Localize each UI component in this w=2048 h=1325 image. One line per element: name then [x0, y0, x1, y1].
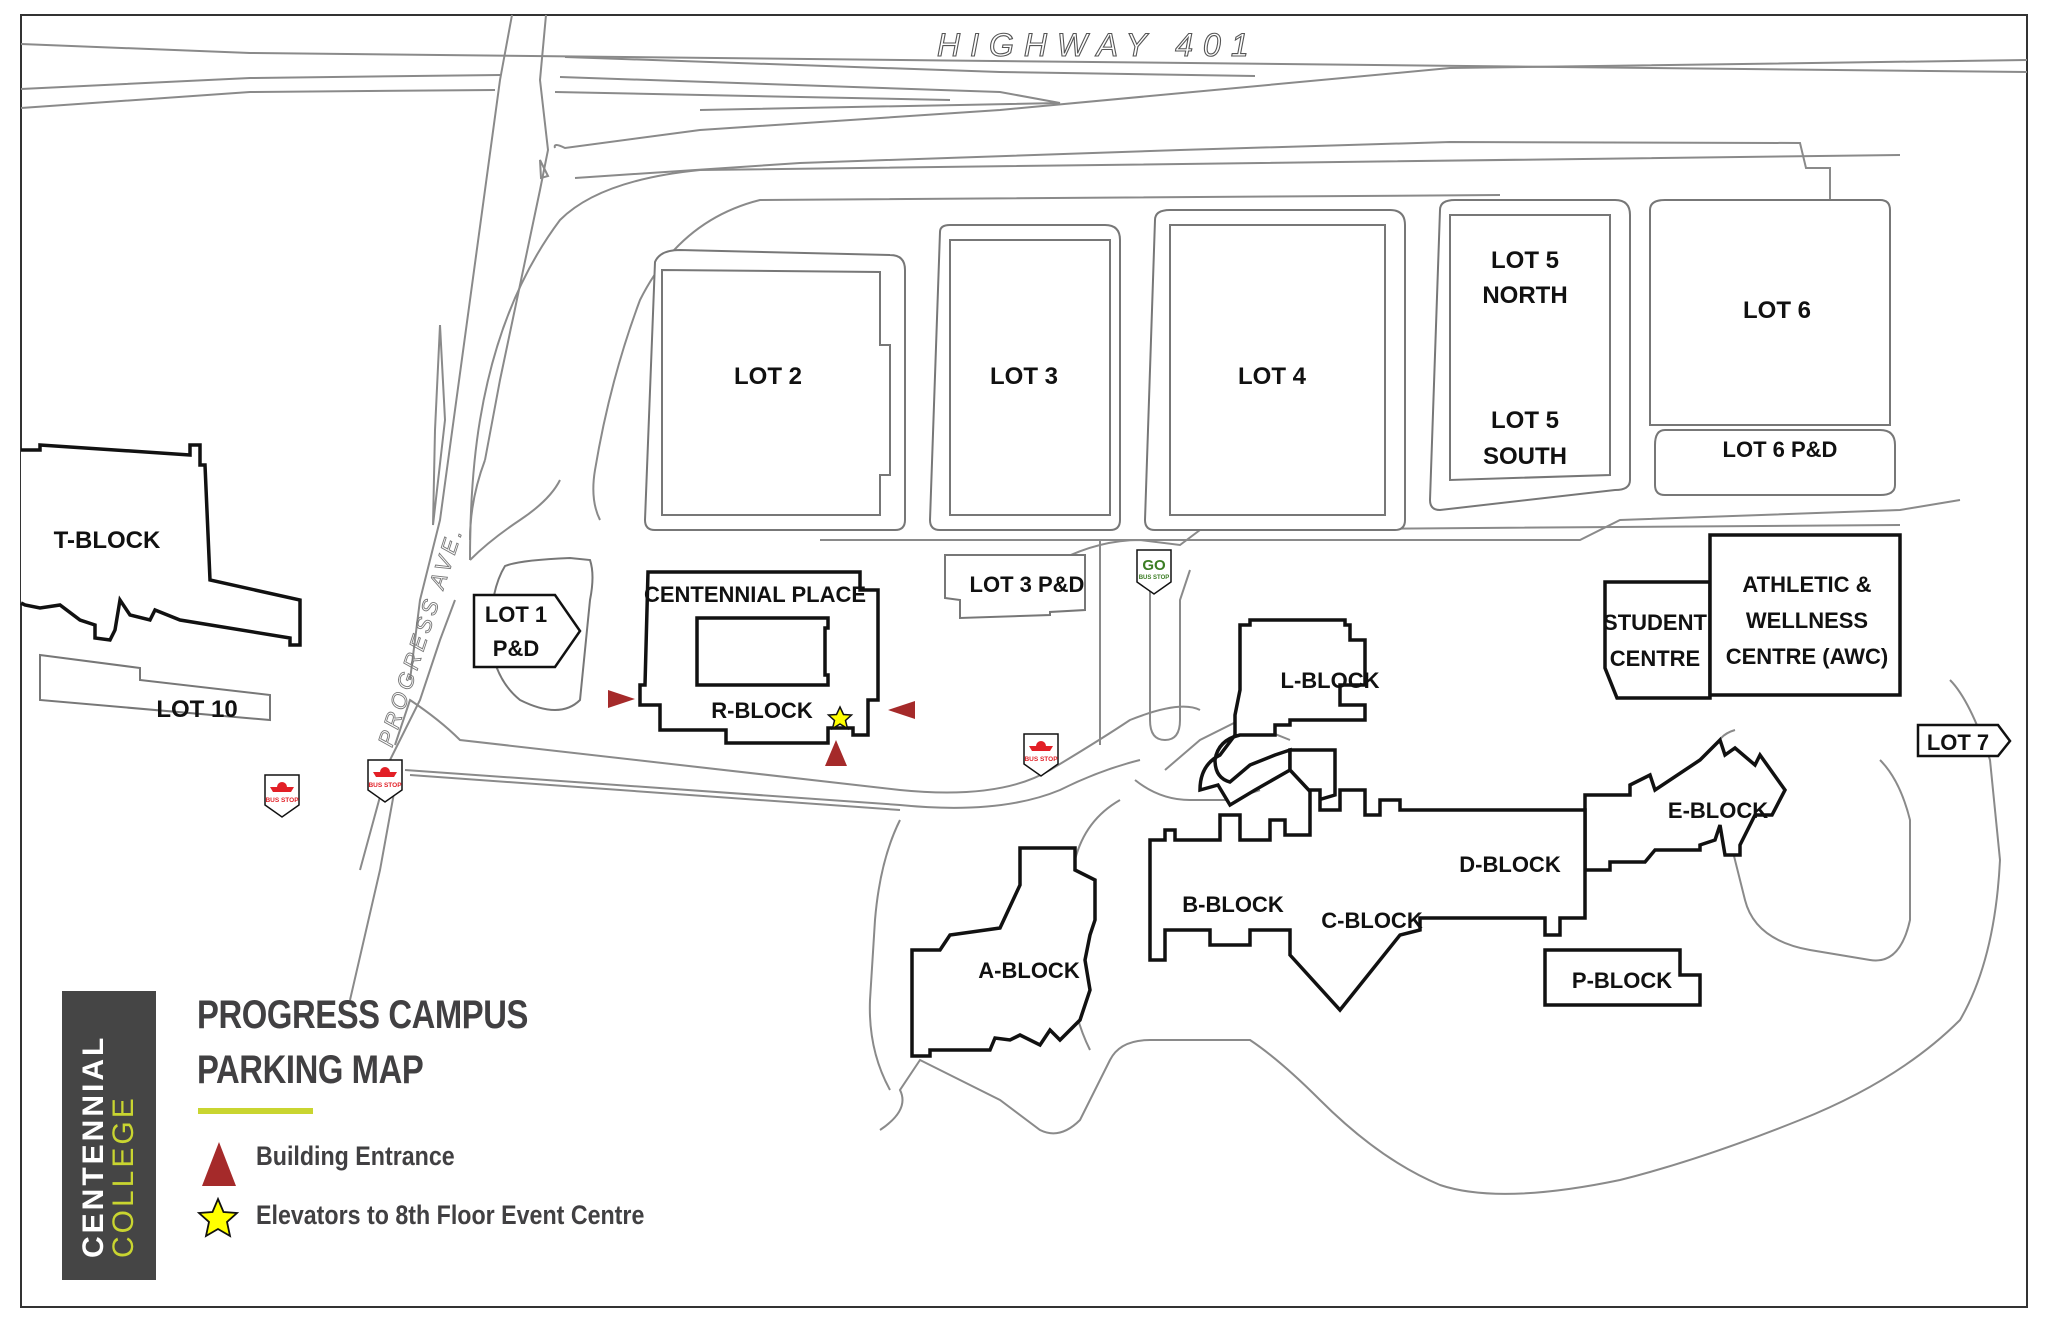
label-lot-6-pd: LOT 6 P&D [1723, 437, 1838, 462]
entrance-triangle-icon [825, 740, 847, 766]
ttc-bus-stop-2[interactable]: BUS STOP [367, 759, 403, 803]
label-t-block: T-BLOCK [54, 527, 161, 554]
map-title-line1: PROGRESS CAMPUS [197, 993, 529, 1037]
lot-7-sign[interactable]: LOT 7 [1916, 723, 2012, 758]
label-centennial-place: CENTENNIAL PLACE [644, 582, 866, 607]
label-lot-3-pd: LOT 3 P&D [970, 572, 1085, 597]
highway-label: HIGHWAY 401 [937, 27, 1259, 63]
bcd-block-outline [1148, 788, 1587, 1013]
parking-loop-road [394, 154, 2002, 1195]
legend-elevator-star-icon [196, 1196, 240, 1238]
label-e-block: E-BLOCK [1668, 798, 1768, 823]
buildings [20, 443, 1902, 1058]
label-b-block: B-BLOCK [1182, 892, 1284, 917]
r-block-courtyard [695, 616, 830, 687]
l-block-annex [1288, 748, 1337, 802]
label-lot-4: LOT 4 [1238, 363, 1307, 390]
svg-text:BUS STOP: BUS STOP [368, 782, 402, 789]
label-c-block: C-BLOCK [1321, 908, 1423, 933]
label-student-centre-2: CENTRE [1610, 646, 1700, 671]
map-title-line2: PARKING MAP [197, 1048, 424, 1092]
p-block-outline [1543, 948, 1702, 1007]
student-centre-outline [1603, 580, 1712, 700]
label-a-block: A-BLOCK [978, 958, 1080, 983]
e-block-outline [1583, 736, 1788, 872]
l-block-outline [1198, 618, 1367, 808]
ttc-bus-stop-1[interactable]: BUS STOP [264, 774, 300, 818]
svg-text:BUS STOP: BUS STOP [1024, 756, 1058, 763]
go-logo-icon: GO [1142, 557, 1166, 574]
label-awc-2: WELLNESS [1746, 608, 1868, 633]
label-lot-7: LOT 7 [1927, 730, 1989, 755]
logo-line-centennial: CENTENNIAL [77, 1034, 110, 1258]
elevator-star-icon [826, 705, 854, 731]
label-l-block: L-BLOCK [1281, 668, 1380, 693]
label-lot-2: LOT 2 [734, 363, 802, 390]
label-lot-5-south-2: SOUTH [1483, 443, 1567, 470]
label-student-centre-1: STUDENT [1603, 610, 1707, 635]
lot-6-area [1649, 199, 1891, 426]
label-lot-5-south-1: LOT 5 [1491, 407, 1559, 434]
svg-text:BUS STOP: BUS STOP [265, 797, 299, 804]
label-awc-3: CENTRE (AWC) [1726, 644, 1889, 669]
parking-lots [39, 199, 1896, 722]
go-bus-stop[interactable]: GO BUS STOP [1136, 549, 1172, 595]
t-block-outline [20, 443, 302, 647]
label-lot-5-north-2: NORTH [1482, 282, 1567, 309]
label-p-block: P-BLOCK [1572, 968, 1672, 993]
label-d-block: D-BLOCK [1459, 852, 1561, 877]
label-lot-5-north-1: LOT 5 [1491, 247, 1559, 274]
label-lot-6: LOT 6 [1743, 297, 1811, 324]
label-awc-1: ATHLETIC & [1742, 572, 1871, 597]
label-lot-1-line2: P&D [493, 636, 539, 661]
map-labels: HIGHWAY 401 LOT 2 LOT 3 LOT 4 LOT 5 NORT… [54, 26, 1889, 993]
legend-entrance-icon [202, 1142, 236, 1186]
lot-6-pd-area [1654, 429, 1896, 496]
label-lot-1-line1: LOT 1 [485, 602, 547, 627]
label-lot-10: LOT 10 [156, 696, 237, 723]
entrance-markers [608, 690, 915, 766]
awc-outline [1708, 533, 1902, 697]
entrance-triangle-icon [608, 690, 635, 708]
legend-elevators: Elevators to 8th Floor Event Centre [256, 1200, 645, 1230]
legend-building-entrance: Building Entrance [256, 1141, 455, 1171]
lot-10-area [39, 653, 271, 722]
entrance-triangle-icon [888, 701, 915, 719]
lot-3-pd-area [944, 554, 1086, 620]
a-block-outline [910, 846, 1097, 1058]
lot-1-sign[interactable]: LOT 1 P&D [472, 593, 582, 669]
ttc-bus-stop-3[interactable]: BUS STOP [1023, 733, 1059, 777]
label-r-block: R-BLOCK [711, 698, 813, 723]
logo-line-college: COLLEGE [107, 1095, 140, 1258]
svg-text:BUS STOP: BUS STOP [1139, 575, 1170, 581]
title-underline [198, 1108, 313, 1114]
label-lot-3: LOT 3 [990, 363, 1058, 390]
centennial-college-logo: CENTENNIAL COLLEGE [62, 991, 156, 1280]
